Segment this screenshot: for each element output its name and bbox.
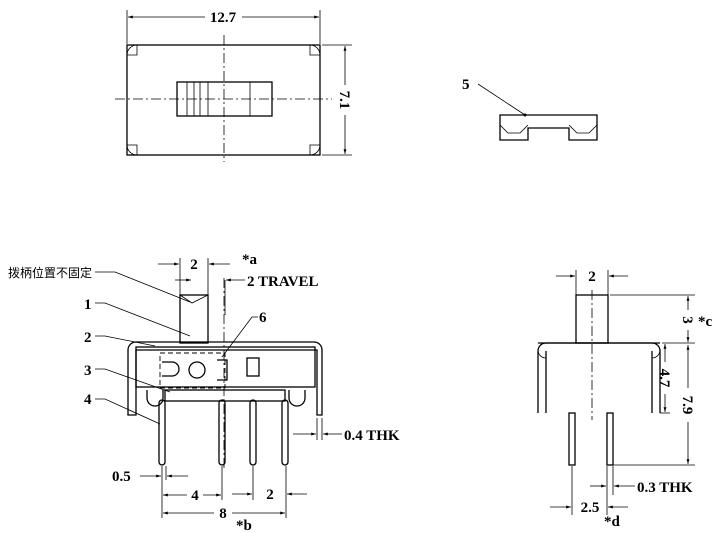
top-view: 12.7 7.1 bbox=[115, 10, 352, 162]
pitch-2-dim: 2 bbox=[266, 487, 274, 503]
pitch-4-dim: 4 bbox=[191, 488, 199, 504]
callout-5: 5 bbox=[462, 77, 470, 93]
pin-spacing-note: *d bbox=[604, 514, 621, 530]
front-view: 拨柄位置不固定 1 2 3 4 6 2 *a 2 TRAVEL 0.4 THK … bbox=[8, 252, 400, 533]
part-5-view: 5 bbox=[462, 77, 598, 141]
actuator-note: *a bbox=[242, 252, 258, 268]
actuator-height-note: *c bbox=[698, 314, 713, 330]
span-note: *b bbox=[236, 518, 252, 533]
callout-3: 3 bbox=[84, 363, 92, 379]
pin-spacing-dim: 2.5 bbox=[581, 500, 600, 516]
total-height-dim: 7.9 bbox=[679, 396, 695, 415]
callout-4: 4 bbox=[84, 392, 92, 408]
actuator-position-note: 拨柄位置不固定 bbox=[8, 265, 92, 280]
pin-width-dim: 0.5 bbox=[112, 469, 131, 485]
width-dim: 12.7 bbox=[210, 10, 237, 26]
travel-dim: 2 TRAVEL bbox=[247, 274, 319, 290]
thickness-dim: 0.4 THK bbox=[344, 428, 400, 444]
callout-6: 6 bbox=[259, 310, 267, 326]
actuator bbox=[179, 294, 209, 344]
body-height-dim: 4.7 bbox=[656, 369, 672, 388]
actuator-width-dim: 2 bbox=[190, 257, 198, 273]
height-dim: 7.1 bbox=[336, 91, 352, 110]
callout-2: 2 bbox=[84, 330, 92, 346]
right-view: 2 3 *c 4.7 7.9 0.3 THK 2.5 *d bbox=[537, 269, 713, 530]
actuator-height-dim: 3 bbox=[679, 316, 695, 324]
actuator-width-dim-side: 2 bbox=[588, 269, 596, 285]
span-dim: 8 bbox=[219, 506, 227, 522]
thickness-dim-side: 0.3 THK bbox=[637, 480, 693, 496]
callout-1: 1 bbox=[84, 297, 92, 313]
